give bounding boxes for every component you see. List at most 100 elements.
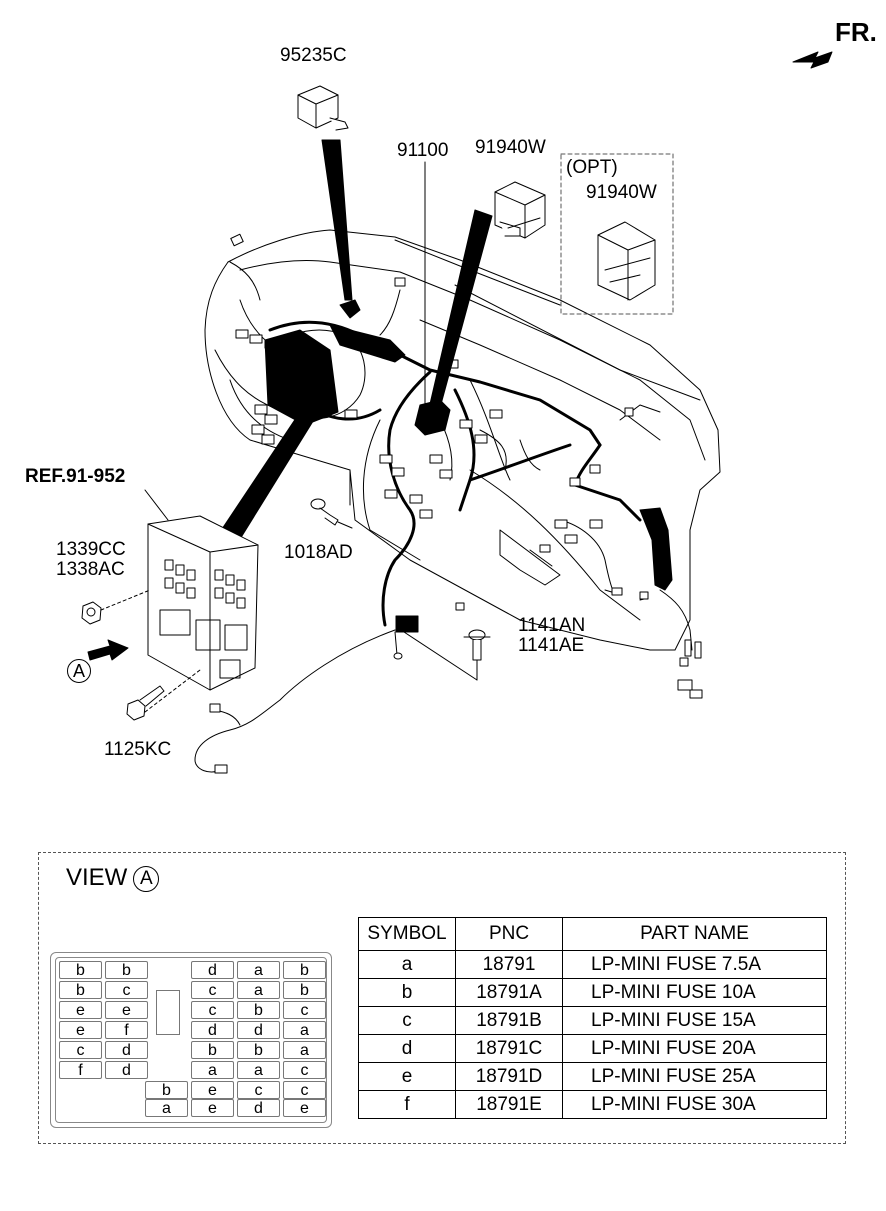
fuse-cell: b bbox=[283, 961, 326, 979]
view-arrow-icon bbox=[87, 639, 129, 661]
pnc-cell: 18791A bbox=[455, 978, 563, 1007]
bolt-dash-part bbox=[310, 469, 353, 529]
view-marker: A bbox=[67, 659, 91, 683]
fuse-cell: b bbox=[59, 961, 102, 979]
fuse-cell: f bbox=[59, 1061, 102, 1079]
connector-part bbox=[494, 181, 546, 239]
fuse-cell: c bbox=[105, 981, 148, 999]
bolt-floor-label-1: 1141AN bbox=[518, 615, 586, 636]
fuse-cell: d bbox=[237, 1099, 280, 1117]
fuse-cell: d bbox=[105, 1041, 148, 1059]
harness-label: 91100 bbox=[397, 140, 449, 161]
symbol-cell: e bbox=[358, 1062, 456, 1091]
view-title-marker: A bbox=[133, 865, 160, 892]
nut-part bbox=[81, 589, 151, 625]
fuse-cell: c bbox=[237, 1081, 280, 1099]
harness-main-connector bbox=[329, 299, 673, 633]
fuse-cell: d bbox=[191, 961, 234, 979]
bolt-junction-part bbox=[126, 669, 201, 721]
part-name-cell: LP-MINI FUSE 15A bbox=[562, 1006, 827, 1035]
fuse-cell: b bbox=[59, 981, 102, 999]
fuse-cell: a bbox=[237, 1061, 280, 1079]
opt-label: (OPT) bbox=[566, 157, 618, 178]
fuse-cell: b bbox=[145, 1081, 188, 1099]
fuse-cell: d bbox=[237, 1021, 280, 1039]
pnc-cell: 18791C bbox=[455, 1034, 563, 1063]
symbol-cell: f bbox=[358, 1090, 456, 1119]
label-leaders bbox=[144, 161, 491, 638]
fuse-cell: c bbox=[283, 1061, 326, 1079]
harness-connectors bbox=[209, 233, 649, 774]
fuse-cell: a bbox=[145, 1099, 188, 1117]
part-name-cell: LP-MINI FUSE 25A bbox=[562, 1062, 827, 1091]
fuse-cell: f bbox=[105, 1021, 148, 1039]
fuse-cell: e bbox=[191, 1081, 234, 1099]
view-a-box bbox=[38, 852, 846, 1144]
floor-connectors bbox=[677, 639, 703, 699]
fuse-cell: e bbox=[283, 1099, 326, 1117]
header-pnc: PNC bbox=[455, 917, 563, 951]
fuse-cell: c bbox=[191, 981, 234, 999]
fuse-cell: d bbox=[191, 1021, 234, 1039]
bolt-junction-label: 1125KC bbox=[104, 739, 172, 760]
connector-label: 91940W bbox=[475, 137, 546, 158]
part-name-cell: LP-MINI FUSE 10A bbox=[562, 978, 827, 1007]
fuse-cell: a bbox=[237, 961, 280, 979]
symbol-cell: c bbox=[358, 1006, 456, 1035]
fuse-cell: e bbox=[59, 1001, 102, 1019]
front-arrow-icon bbox=[792, 51, 833, 69]
header-part-name: PART NAME bbox=[562, 917, 827, 951]
fuse-panel-slot bbox=[156, 990, 180, 1035]
fuse-cell: a bbox=[237, 981, 280, 999]
ref-label: REF.91-952 bbox=[25, 466, 126, 487]
bolt-dash-label: 1018AD bbox=[284, 542, 353, 563]
relay-part bbox=[297, 85, 349, 131]
bolt-floor-label-2: 1141AE bbox=[518, 635, 585, 656]
junction-box-part bbox=[147, 515, 259, 691]
symbol-cell: b bbox=[358, 978, 456, 1007]
fuse-cell: c bbox=[59, 1041, 102, 1059]
part-name-cell: LP-MINI FUSE 20A bbox=[562, 1034, 827, 1063]
pnc-cell: 18791B bbox=[455, 1006, 563, 1035]
dash-fuse-block bbox=[264, 329, 339, 426]
leader-relay bbox=[321, 139, 353, 301]
fuse-table-header: SYMBOL PNC PART NAME bbox=[358, 917, 827, 951]
fuse-cell: e bbox=[105, 1001, 148, 1019]
fuse-panel-inner bbox=[55, 957, 327, 1123]
part-name-cell: LP-MINI FUSE 7.5A bbox=[562, 950, 827, 979]
pnc-cell: 18791D bbox=[455, 1062, 563, 1091]
front-label: FR. bbox=[835, 17, 877, 47]
fuse-cell: c bbox=[283, 1081, 326, 1099]
fuse-cell: b bbox=[237, 1041, 280, 1059]
fuse-cell: a bbox=[191, 1061, 234, 1079]
fuse-cell: a bbox=[283, 1021, 326, 1039]
fuse-cell: a bbox=[283, 1041, 326, 1059]
connector-opt-label: 91940W bbox=[586, 182, 657, 203]
part-name-cell: LP-MINI FUSE 30A bbox=[562, 1090, 827, 1119]
pnc-cell: 18791 bbox=[455, 950, 563, 979]
relay-label: 95235C bbox=[280, 45, 347, 66]
opt-box bbox=[560, 153, 674, 315]
fuse-cell: b bbox=[283, 981, 326, 999]
nut-label-2: 1338AC bbox=[56, 559, 125, 580]
nut-label-1: 1339CC bbox=[56, 539, 126, 560]
header-symbol: SYMBOL bbox=[358, 917, 456, 951]
pnc-cell: 18791E bbox=[455, 1090, 563, 1119]
symbol-cell: d bbox=[358, 1034, 456, 1063]
fuse-cell: d bbox=[105, 1061, 148, 1079]
fuse-cell: b bbox=[237, 1001, 280, 1019]
fuse-cell: e bbox=[59, 1021, 102, 1039]
fuse-cell: b bbox=[105, 961, 148, 979]
symbol-cell: a bbox=[358, 950, 456, 979]
fuse-cell: b bbox=[191, 1041, 234, 1059]
view-title-text: VIEW bbox=[66, 864, 128, 891]
